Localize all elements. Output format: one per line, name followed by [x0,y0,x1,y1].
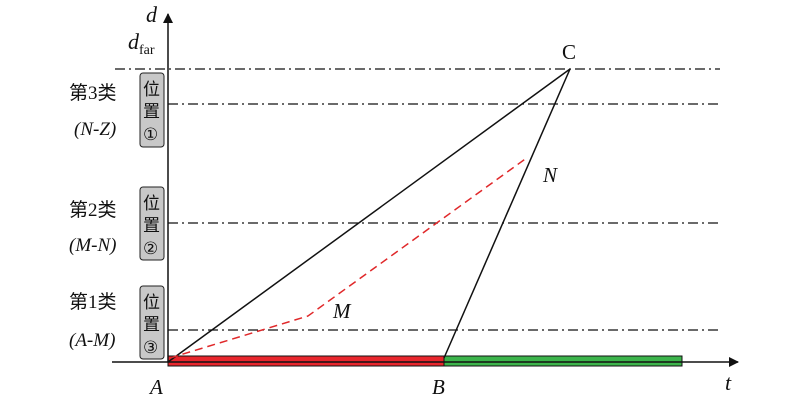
point-c-label: C [562,40,576,64]
position-2-box [139,186,165,261]
class-1-title: 第1类 [69,291,117,313]
position-3-box [139,285,165,360]
point-n-label: N [542,163,558,187]
position-1-char-2: 置 [143,102,160,121]
position-3-char-1: 位 [143,293,160,312]
class-3-range: (N-Z) [74,119,116,140]
point-a-label: A [148,375,163,399]
segment-a-b [167,355,445,367]
line-a-c [167,68,571,363]
y-axis-label: d [146,2,158,27]
segment-b-end [443,355,683,367]
position-3-char-2: 置 [143,315,160,334]
x-axis-label: t [725,370,732,395]
line-c-b [443,68,571,359]
position-2-char-3: ② [143,239,158,258]
class-1-group: 第1类 (A-M) 位 置 ③ [69,285,165,360]
class-3-title: 第3类 [69,82,117,104]
position-1-char-3: ① [143,125,158,144]
position-1-box [139,72,165,148]
dfar-label-main: d [128,29,140,54]
position-3-char-3: ③ [143,338,158,357]
dfar-label: dfar [128,29,155,58]
dashed-trajectory [169,156,529,359]
class-2-group: 第2类 (M-N) 位 置 ② [69,186,165,261]
reference-lines [115,68,720,331]
class-2-range: (M-N) [69,235,116,256]
class-2-title: 第2类 [69,199,117,221]
point-b-label: B [432,375,445,399]
dfar-label-sub: far [139,43,155,58]
point-m-label: M [332,299,352,323]
position-2-char-1: 位 [143,194,160,213]
position-1-char-1: 位 [143,80,160,99]
class-1-range: (A-M) [69,330,115,351]
position-2-char-2: 置 [143,216,160,235]
class-3-group: 第3类 (N-Z) 位 置 ① [69,72,165,148]
